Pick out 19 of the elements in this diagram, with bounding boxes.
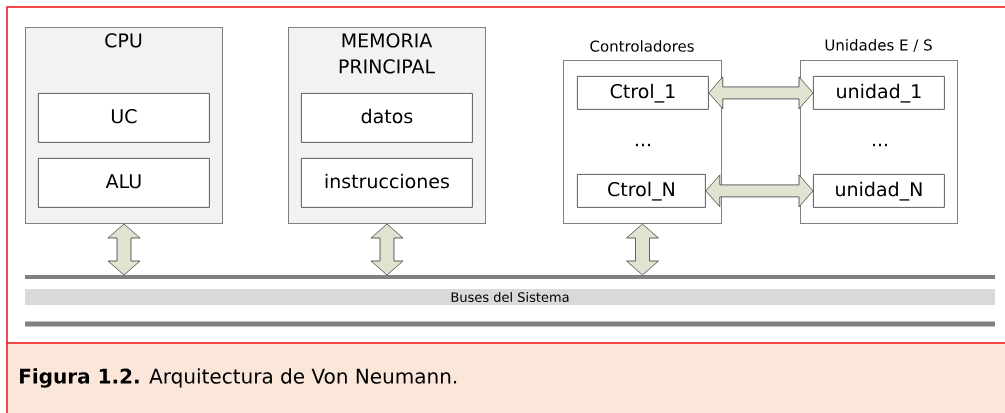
node-label: Controladores (590, 40, 694, 52)
node-label: Unidades E / S (825, 39, 932, 52)
component-box: unidad_1 (813, 76, 945, 110)
component-box: instrucciones (301, 158, 473, 208)
ellipsis: ... (635, 143, 650, 147)
figure-caption: Figura 1.2. Arquitectura de Von Neumann. (20, 368, 457, 388)
system-bus: Buses del Sistema (25, 275, 995, 327)
component-box: datos (301, 93, 473, 143)
double-arrow (705, 174, 814, 208)
ellipsis: ... (872, 143, 887, 147)
double-arrow (370, 223, 404, 276)
component-box: Ctrol_N (577, 174, 706, 208)
component-box: UC (38, 93, 210, 143)
double-arrow (626, 223, 659, 276)
component-box: unidad_N (813, 174, 945, 208)
double-arrow (708, 76, 814, 110)
double-arrow (107, 223, 141, 276)
component-box: ALU (38, 158, 210, 208)
component-box: Ctrol_1 (577, 76, 709, 110)
